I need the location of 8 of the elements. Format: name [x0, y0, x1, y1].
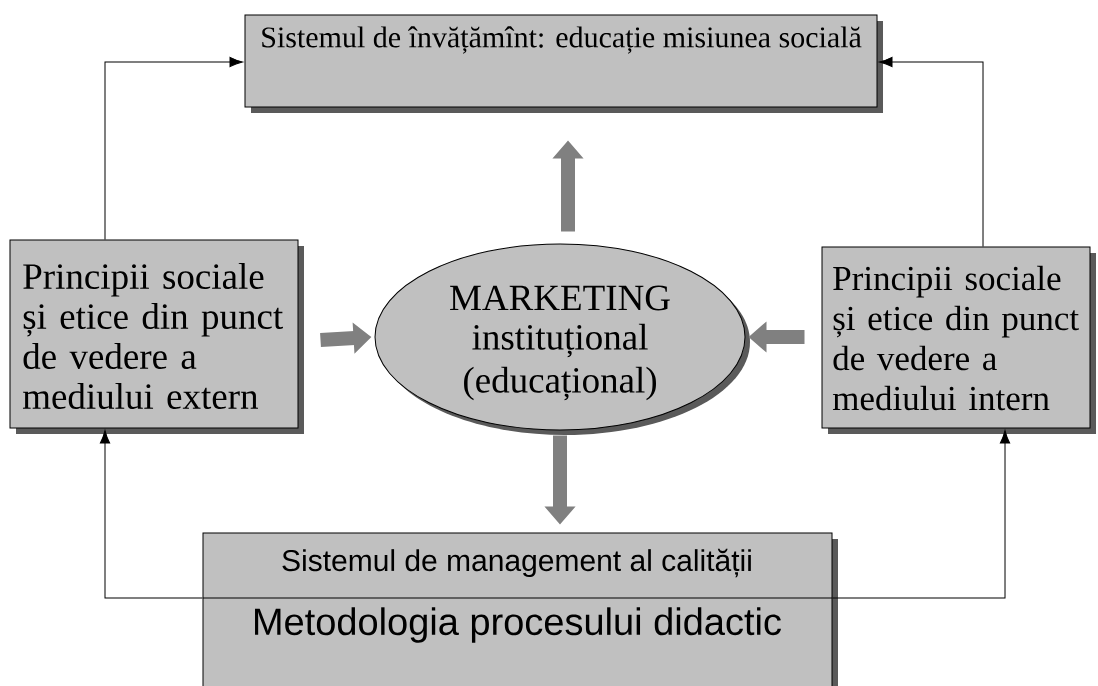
- arrow: [879, 56, 984, 247]
- principle-box: Principii sociale și etice din punct de vedere a mediului intern: [821, 246, 1096, 434]
- title-box: Sistemul de învățămînt: educație misiunea socială: [244, 14, 883, 113]
- arrow: [99, 430, 203, 599]
- principle-box: Principii sociale și etice din punct de vedere a mediului extern: [9, 239, 304, 434]
- arrow: [104, 56, 243, 240]
- arrow: [832, 430, 1011, 599]
- methodology-box: Sistemul de management al calității Metodologia procesului didactic: [202, 532, 838, 686]
